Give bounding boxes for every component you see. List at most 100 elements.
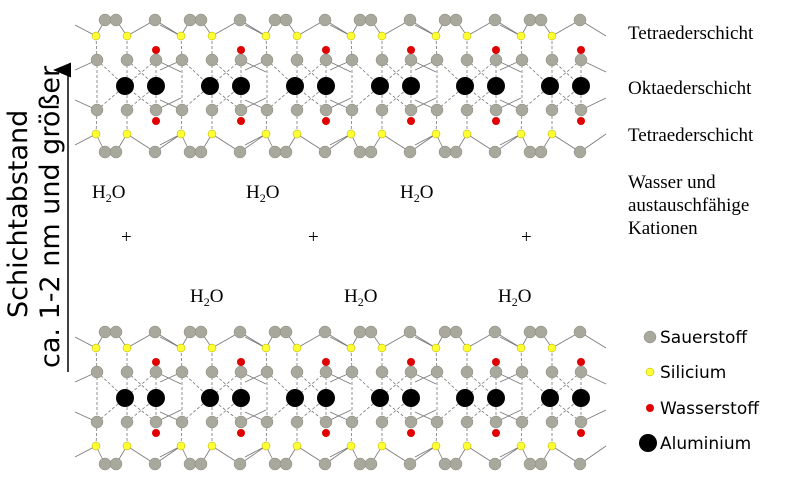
hydrogen-atom — [407, 429, 415, 437]
oxygen-atom — [438, 325, 452, 339]
oxygen-atom — [268, 145, 282, 159]
hydrogen-atom — [322, 117, 330, 125]
silicon-atom — [377, 343, 387, 353]
cation-plus: + — [521, 227, 532, 248]
oxygen-atom — [175, 365, 189, 379]
hydrogen-atom — [577, 46, 585, 54]
legend-label: Wasserstoff — [660, 399, 760, 419]
bond-line — [379, 59, 412, 87]
oxygen-atom — [404, 365, 418, 379]
oxygen-atom — [353, 145, 367, 159]
aluminium-atom — [147, 389, 165, 407]
oxygen-atom — [430, 103, 444, 117]
silicon-atom — [207, 31, 217, 41]
silicon-atom — [261, 31, 271, 41]
hydrogen-atom — [577, 358, 585, 366]
silicon-atom — [462, 31, 472, 41]
legend-aluminium-icon — [639, 434, 657, 452]
oxygen-atom — [545, 365, 559, 379]
aluminium-atom — [232, 77, 250, 95]
silicon-atom — [516, 343, 526, 353]
silicon-atom — [346, 129, 356, 139]
oxygen-atom — [109, 325, 123, 339]
oxygen-atom — [489, 103, 503, 117]
oxygen-atom — [268, 457, 282, 471]
bond-line — [124, 59, 157, 87]
oxygen-atom — [404, 53, 418, 67]
aluminium-atom — [572, 77, 590, 95]
silicon-atom — [261, 343, 271, 353]
oxygen-atom — [149, 103, 163, 117]
oxygen-atom — [345, 415, 359, 429]
silicon-atom — [176, 343, 186, 353]
oxygen-atom — [120, 415, 134, 429]
oxygen-atom — [488, 145, 502, 159]
silicon-atom — [122, 129, 132, 139]
silicon-atom — [176, 129, 186, 139]
aluminium-atom — [286, 389, 304, 407]
bond-line — [549, 371, 582, 399]
aluminium-atom — [317, 77, 335, 95]
oxygen-atom — [403, 325, 417, 339]
oxygen-atom — [523, 325, 537, 339]
oxygen-atom — [438, 13, 452, 27]
oxygen-atom — [109, 145, 123, 159]
hydrogen-atom — [492, 358, 500, 366]
oxygen-atom — [268, 325, 282, 339]
aluminium-atom — [456, 389, 474, 407]
legend-label: Aluminium — [660, 434, 751, 454]
hydrogen-atom — [152, 429, 160, 437]
oxygen-atom — [233, 457, 247, 471]
oxygen-atom — [149, 53, 163, 67]
bond-line — [294, 59, 327, 87]
oxygen-atom — [279, 457, 293, 471]
silicon-atom — [261, 129, 271, 139]
silicon-atom — [122, 441, 132, 451]
oxygen-atom — [90, 53, 104, 67]
oxygen-atom — [175, 103, 189, 117]
bond-line — [294, 371, 327, 399]
oxygen-atom — [403, 457, 417, 471]
hydrogen-atom — [407, 46, 415, 54]
oxygen-atom — [120, 365, 134, 379]
silicon-atom — [431, 129, 441, 139]
oxygen-atom — [489, 415, 503, 429]
hydrogen-atom — [407, 358, 415, 366]
bond-line — [464, 59, 497, 87]
axis-label-line1: Schichtabstand — [3, 110, 34, 318]
oxygen-atom — [234, 53, 248, 67]
oxygen-atom — [375, 103, 389, 117]
label-interlayer-2: austauschfähige — [628, 195, 749, 216]
aluminium-atom — [286, 77, 304, 95]
oxygen-atom — [109, 457, 123, 471]
oxygen-atom — [194, 325, 208, 339]
silicon-atom — [547, 31, 557, 41]
bond-line — [464, 371, 497, 399]
legend-silicon-icon — [645, 367, 655, 377]
silicon-atom — [292, 129, 302, 139]
silicon-atom — [346, 31, 356, 41]
silicon-atom — [516, 129, 526, 139]
silicon-atom — [431, 31, 441, 41]
oxygen-atom — [260, 103, 274, 117]
oxygen-atom — [260, 53, 274, 67]
cation-plus: + — [308, 227, 319, 248]
silicon-atom — [176, 441, 186, 451]
water-molecule-label: H2O — [498, 286, 531, 309]
oxygen-atom — [460, 103, 474, 117]
oxygen-atom — [523, 13, 537, 27]
oxygen-atom — [404, 103, 418, 117]
silicon-atom — [462, 343, 472, 353]
oxygen-atom — [574, 415, 588, 429]
oxygen-atom — [573, 13, 587, 27]
water-molecule-label: H2O — [190, 286, 223, 309]
hydrogen-atom — [237, 46, 245, 54]
silicon-atom — [122, 31, 132, 41]
oxygen-atom — [194, 457, 208, 471]
oxygen-atom — [234, 365, 248, 379]
legend-hydrogen-icon — [646, 404, 654, 412]
oxygen-atom — [183, 457, 197, 471]
hydrogen-atom — [152, 117, 160, 125]
